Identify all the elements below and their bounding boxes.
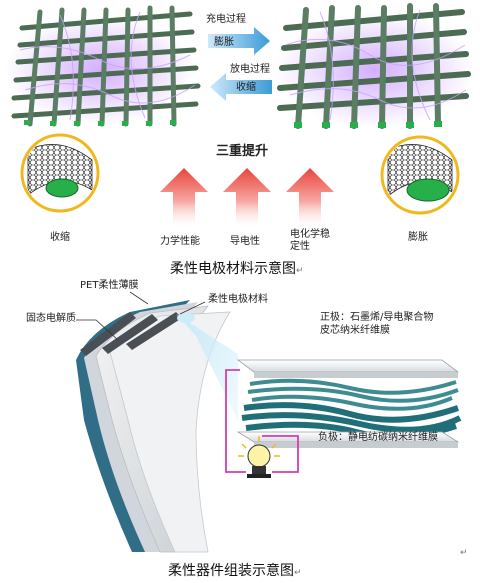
right-mesh — [275, 3, 475, 129]
charge-arrow — [208, 27, 270, 55]
negative-label: 负极：静电纺碳纳米纤维膜 — [318, 432, 438, 443]
zoom-beam — [176, 314, 238, 420]
red-arrow-conductivity — [223, 168, 271, 228]
arrow-label-mechanical: 力学性能 — [160, 236, 200, 247]
top-caption-mark: ↵ — [296, 266, 304, 276]
discharge-arrow — [210, 73, 272, 101]
expand-label: 膨胀 — [214, 37, 234, 48]
bottom-caption-mark: ↵ — [294, 568, 302, 578]
left-circle-label: 收缩 — [50, 232, 70, 243]
pet-label: PET柔性薄膜 — [80, 280, 139, 291]
arrow-label-conductivity: 导电性 — [230, 236, 260, 247]
red-arrow-mechanical — [160, 168, 208, 228]
charge-label: 充电过程 — [206, 14, 246, 25]
arrow-label-stability: 电化学稳定性 — [290, 229, 330, 252]
light-bulb-icon — [238, 436, 280, 478]
circuit — [225, 369, 299, 473]
leader-lines — [76, 291, 206, 341]
top-caption: 柔性电极材料示意图↵ — [170, 258, 304, 278]
corner-mark: ↵ — [460, 548, 468, 558]
electrode-label: 柔性电极材料 — [208, 294, 268, 305]
shrink-label: 收缩 — [236, 82, 256, 93]
triple-title: 三重提升 — [216, 144, 269, 159]
right-circle-label: 膨胀 — [408, 232, 428, 243]
left-mesh — [5, 5, 201, 127]
discharge-label: 放电过程 — [230, 64, 270, 75]
right-circle-inset — [380, 135, 460, 215]
top-caption-text: 柔性电极材料示意图 — [170, 261, 296, 277]
red-arrow-stability — [286, 168, 334, 228]
electrode-zoom — [236, 359, 462, 448]
positive-label-line2: 皮芯纳米纤维膜 — [320, 325, 390, 336]
bottom-caption: 柔性器件组装示意图↵ — [168, 560, 302, 580]
positive-label-line1: 正极：石墨烯/导电聚合物 — [320, 312, 434, 323]
bottom-caption-text: 柔性器件组装示意图 — [168, 563, 294, 579]
electrolyte-label: 固态电解质 — [26, 313, 76, 324]
flexible-device — [76, 300, 231, 553]
left-circle-inset — [20, 133, 100, 213]
